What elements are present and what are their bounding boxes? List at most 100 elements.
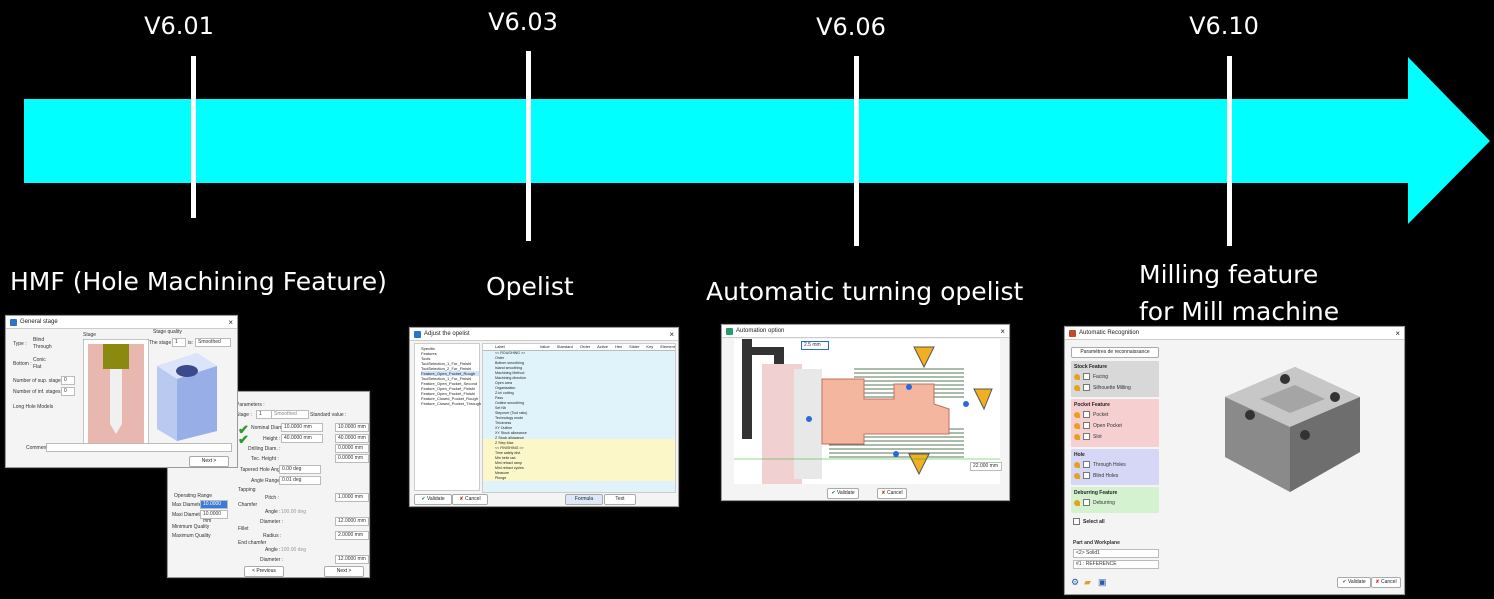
stock-feature-section: Stock Feature Facing Silhouette Milling — [1071, 361, 1159, 397]
cancel-button[interactable]: ✘ Cancel — [1371, 577, 1401, 588]
table-row[interactable]: XY Outline — [495, 426, 513, 430]
tree-item[interactable]: Feature_Open_Pocket_Finishi — [421, 391, 476, 396]
table-row[interactable]: Mini retract cycles — [495, 466, 524, 470]
checkbox[interactable] — [1073, 518, 1080, 525]
feature-option[interactable]: Blind Holes — [1071, 470, 1159, 481]
feature-option[interactable]: Facing — [1071, 371, 1159, 382]
the-stage-field[interactable]: 1 — [172, 338, 186, 347]
checkbox[interactable] — [1083, 472, 1090, 479]
checkbox[interactable] — [1083, 422, 1090, 429]
tree-item[interactable]: ToolSelection_2_For_Finishi — [421, 366, 472, 371]
table-row[interactable]: Machining Method — [495, 371, 525, 375]
feature-option[interactable]: Slot — [1071, 431, 1159, 442]
tree-item[interactable]: Features — [421, 351, 437, 356]
tree-item[interactable]: Tools — [421, 356, 431, 361]
params-stage-mode[interactable]: Smoothed — [271, 410, 309, 419]
long-hole-label[interactable]: Long Hole Models — [13, 404, 54, 410]
text-button[interactable]: Text — [604, 494, 636, 505]
previous-button[interactable]: < Previous — [244, 566, 284, 577]
bottom-option-flat[interactable]: Flat — [33, 364, 42, 370]
close-icon[interactable]: × — [1395, 328, 1400, 338]
feature-option[interactable]: Through Holes — [1071, 459, 1159, 470]
tree-item[interactable]: ToolSelection_1_For_Finishi — [421, 376, 472, 381]
validate-button[interactable]: ✔ Validate — [1337, 577, 1371, 588]
table-row[interactable]: Mini retract ramp — [495, 461, 522, 465]
table-row[interactable]: XY Stock allowance — [495, 431, 527, 435]
tree-item[interactable]: Feature_Open_Pocket_Second — [421, 381, 478, 386]
checkbox[interactable] — [1083, 433, 1090, 440]
table-row[interactable]: Z Stock allowance — [495, 436, 525, 440]
table-row[interactable]: Thickness — [495, 421, 512, 425]
param-row-value[interactable]: 0.00 deg — [279, 465, 321, 474]
table-row[interactable]: Bottom smoothing — [495, 361, 524, 365]
feature-option[interactable]: Silhouette Milling — [1071, 382, 1159, 393]
tree-item[interactable]: Feature_Open_Pocket_Rough — [421, 371, 479, 376]
feature-option[interactable]: Pocket — [1071, 409, 1159, 420]
table-row[interactable]: Measure — [495, 471, 509, 475]
table-row[interactable]: Plunge — [495, 476, 507, 480]
params-stage-field[interactable]: 1 — [256, 410, 272, 419]
save-icon[interactable]: ▣ — [1098, 577, 1107, 587]
table-row[interactable]: Organisation — [495, 386, 516, 390]
checkbox[interactable] — [1083, 384, 1090, 391]
table-row[interactable]: Open area — [495, 381, 512, 385]
cancel-button[interactable]: ✘ Cancel — [877, 488, 907, 499]
tree-item[interactable]: Feature_Closed_Pocket_Through — [421, 401, 482, 406]
tree-item[interactable]: ToolSelection_1_For_Finishi — [421, 361, 472, 366]
type-option-through[interactable]: Through — [33, 344, 52, 350]
type-option-blind[interactable]: Blind — [33, 337, 45, 343]
cancel-button[interactable]: ✘ Cancel — [452, 494, 488, 505]
next-button[interactable]: Next > — [189, 456, 229, 467]
table-row[interactable]: Machining direction — [495, 376, 526, 380]
feature-label: Facing — [1093, 373, 1109, 380]
feature-label: Pocket — [1093, 411, 1109, 418]
top-dimension-field[interactable]: 2.5 mm — [801, 341, 829, 350]
checkbox[interactable] — [1083, 411, 1090, 418]
table-row[interactable]: Order — [495, 356, 505, 360]
maxi-diam-field[interactable]: 10.0000 mm — [200, 510, 228, 524]
table-row[interactable]: Min helix rad. — [495, 456, 517, 460]
close-icon[interactable]: × — [228, 317, 233, 327]
table-row[interactable]: Set Nb — [495, 406, 506, 410]
workplane-select[interactable]: #1 : REFERENCE — [1073, 560, 1159, 569]
right-dimension-field[interactable]: 22.000 mm — [970, 462, 1002, 471]
bottom-option-conic[interactable]: Conic — [33, 357, 46, 363]
num-inf-stages-field[interactable]: 0 — [61, 387, 75, 396]
table-row[interactable]: Pass — [495, 396, 503, 400]
checkbox[interactable] — [1083, 373, 1090, 380]
table-row[interactable]: << ROUGHING >> — [495, 351, 526, 355]
checkbox[interactable] — [1083, 499, 1090, 506]
table-row[interactable]: Technology mode — [495, 416, 524, 420]
part-select[interactable]: <2> Solid1 — [1073, 549, 1159, 558]
checkbox[interactable] — [1083, 461, 1090, 468]
validate-button[interactable]: ✔ Validate — [827, 488, 859, 499]
select-all-option[interactable]: Select all — [1073, 518, 1105, 525]
tree-item[interactable]: Feature_Closed_Pocket_Rough — [421, 396, 478, 401]
table-row[interactable]: Outline smoothing — [495, 401, 524, 405]
param-row-value[interactable]: 40.0000 mm — [281, 434, 323, 443]
gear-icon[interactable]: ⚙ — [1071, 577, 1080, 587]
feature-option[interactable]: Open Pocket — [1071, 420, 1159, 431]
max-diam-field[interactable]: 10.0000 mm — [200, 500, 228, 514]
table-row[interactable]: Stepover (Tool ratio) — [495, 411, 528, 415]
folder-icon[interactable]: ▰ — [1084, 577, 1091, 587]
tree-item[interactable]: Feature_Open_Pocket_Finishi — [421, 386, 476, 391]
table-row[interactable]: Time safety dist. — [495, 451, 522, 455]
table-row[interactable]: << FINISHING >> — [495, 446, 524, 450]
table-row[interactable]: Z Step Max — [495, 441, 514, 445]
recognition-params-button[interactable]: Paramètres de reconnaissance — [1071, 347, 1159, 358]
tree-item[interactable]: Specific — [421, 346, 436, 351]
comment-field[interactable] — [46, 443, 232, 452]
close-icon[interactable]: × — [1000, 326, 1005, 336]
table-row[interactable]: Z-ini cutting — [495, 391, 514, 395]
next-button[interactable]: Next > — [324, 566, 364, 577]
close-icon[interactable]: × — [669, 329, 674, 339]
quality-select[interactable]: Smoothed — [195, 338, 231, 347]
num-sup-stages-field[interactable]: 0 — [61, 376, 75, 385]
formula-button[interactable]: Formula — [565, 494, 603, 505]
validate-button[interactable]: ✔ Validate — [414, 494, 452, 505]
param-row-value[interactable]: 0.01 deg — [279, 476, 321, 485]
table-row[interactable]: Island smoothing — [495, 366, 523, 370]
feature-option[interactable]: Deburring — [1071, 497, 1159, 508]
param-row-value[interactable]: 10.0000 mm — [281, 423, 323, 432]
